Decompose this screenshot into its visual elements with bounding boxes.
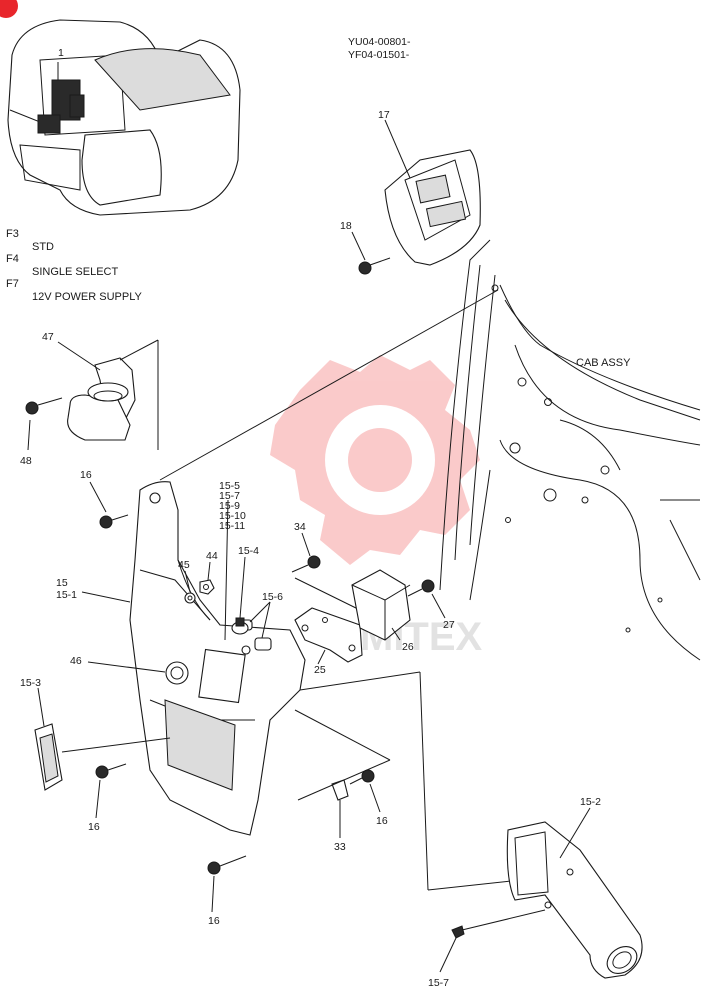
screw-34 <box>291 555 321 573</box>
watermark-logo <box>270 355 480 565</box>
callout-15-4: 15-4 <box>238 545 259 557</box>
callout-15-1: 15-1 <box>56 589 77 601</box>
callout-15-3: 15-3 <box>20 677 41 689</box>
part-44-nut <box>199 579 215 595</box>
cab-assembly <box>439 239 701 661</box>
legend-text-f4: SINGLE SELECT <box>32 266 118 278</box>
screw-16-top <box>99 514 129 529</box>
legend-text-f7: 12V POWER SUPPLY <box>32 291 142 303</box>
callout-15: 15 <box>56 577 68 589</box>
part-45-washer <box>184 592 196 604</box>
part-33-cap <box>331 779 349 801</box>
legend-code-f3: F3 <box>6 228 19 240</box>
callout-15-7: 15-7 <box>219 490 240 502</box>
callout-stack: 15-5 15-7 15-9 15-10 15-11 <box>219 480 246 532</box>
callout-27: 27 <box>443 619 455 631</box>
cab-assy-label: CAB ASSY <box>576 357 631 369</box>
screw-15-7 <box>451 909 546 939</box>
callout-15-10: 15-10 <box>219 510 246 522</box>
callout-16-right: 16 <box>376 815 388 827</box>
callout-25: 25 <box>314 664 326 676</box>
part-15-2-duct <box>506 821 643 979</box>
callout-44: 44 <box>206 550 218 562</box>
callout-18: 18 <box>340 220 352 232</box>
callout-16-left: 16 <box>88 821 100 833</box>
screw-18 <box>358 257 391 275</box>
part-47-cup-holder <box>67 357 136 441</box>
callout-33: 33 <box>334 841 346 853</box>
callout-15-7-bottom: 15-7 <box>428 977 449 989</box>
serial-2: YF04-01501- <box>348 49 410 61</box>
part-15-console <box>129 481 306 836</box>
screw-16-bottom <box>207 855 247 875</box>
callout-48: 48 <box>20 455 32 467</box>
callout-16-bottom: 16 <box>208 915 220 927</box>
legend-code-f7: F7 <box>6 278 19 290</box>
legend: F3 STD F4 SINGLE SELECT F7 12V POWER SUP… <box>6 228 142 303</box>
screw-16-right <box>349 769 375 785</box>
callout-15-6: 15-6 <box>262 591 283 603</box>
callout-45: 45 <box>178 559 190 571</box>
part-17-switch-panel <box>384 149 481 266</box>
screw-27 <box>407 579 435 597</box>
screw-48 <box>25 397 63 415</box>
machine-thumbnail <box>7 19 241 216</box>
part-26-box <box>351 569 411 641</box>
callout-16-top: 16 <box>80 469 92 481</box>
part-25-bracket <box>294 607 363 663</box>
callout-15-9: 15-9 <box>219 500 240 512</box>
corner-badge <box>0 0 18 18</box>
callout-1: 1 <box>58 47 64 59</box>
serial-1: YU04-00801- <box>348 36 411 48</box>
screw-16-left <box>95 763 127 779</box>
callout-47: 47 <box>42 331 54 343</box>
part-15-3 <box>34 723 63 791</box>
callout-15-11: 15-11 <box>219 520 245 532</box>
callout-15-5: 15-5 <box>219 480 240 492</box>
callout-17: 17 <box>378 109 390 121</box>
callout-15-2: 15-2 <box>580 796 601 808</box>
callout-46: 46 <box>70 655 82 667</box>
callout-26: 26 <box>402 641 414 653</box>
legend-text-f3: STD <box>32 241 54 253</box>
callout-34: 34 <box>294 521 306 533</box>
legend-code-f4: F4 <box>6 253 19 265</box>
